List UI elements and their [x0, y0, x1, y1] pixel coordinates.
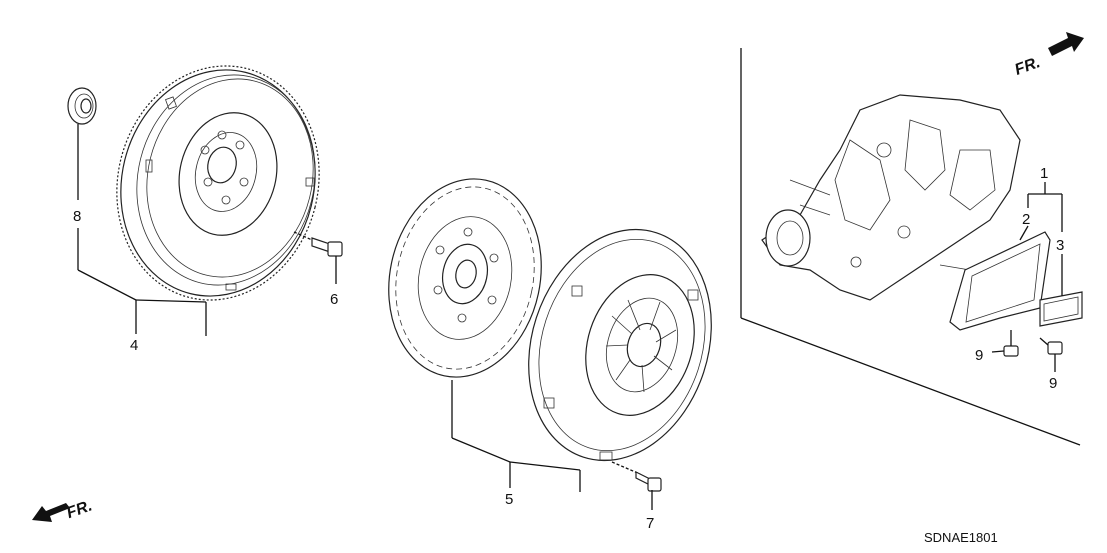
- cover-bolt-left[interactable]: [1003, 330, 1019, 357]
- fr-label-top: FR.: [1013, 54, 1043, 79]
- clutch-disc[interactable]: [371, 165, 559, 392]
- callout-7: 7: [646, 515, 654, 532]
- pressure-plate-bolt[interactable]: [611, 461, 662, 492]
- callout-1: 1: [1040, 165, 1048, 182]
- leader-lines: [77, 124, 1063, 510]
- callout-3: 3: [1056, 237, 1064, 254]
- flywheel-bolt[interactable]: [293, 231, 343, 257]
- oil-seal[interactable]: [67, 87, 97, 125]
- fr-label-bottom: FR.: [64, 497, 94, 522]
- front-direction-arrow-bottom: FR.: [32, 497, 94, 522]
- callout-6: 6: [330, 291, 338, 308]
- inset-frame: [740, 48, 1081, 446]
- transmission-housing[interactable]: [761, 94, 1021, 301]
- callout-9-left: 9: [975, 347, 983, 364]
- dust-cover[interactable]: [949, 231, 1051, 331]
- cover-bolt-right[interactable]: [1039, 337, 1063, 355]
- callout-2: 2: [1022, 211, 1030, 228]
- front-direction-arrow-top: FR.: [1013, 32, 1084, 79]
- cover-plate[interactable]: [1039, 291, 1083, 327]
- pressure-plate[interactable]: [500, 206, 740, 485]
- flywheel[interactable]: [92, 44, 343, 321]
- diagram-code: SDNAE1801: [924, 530, 998, 545]
- callout-9-right: 9: [1049, 375, 1057, 392]
- callout-4: 4: [130, 337, 138, 354]
- callout-5: 5: [505, 491, 513, 508]
- callout-8: 8: [73, 208, 81, 225]
